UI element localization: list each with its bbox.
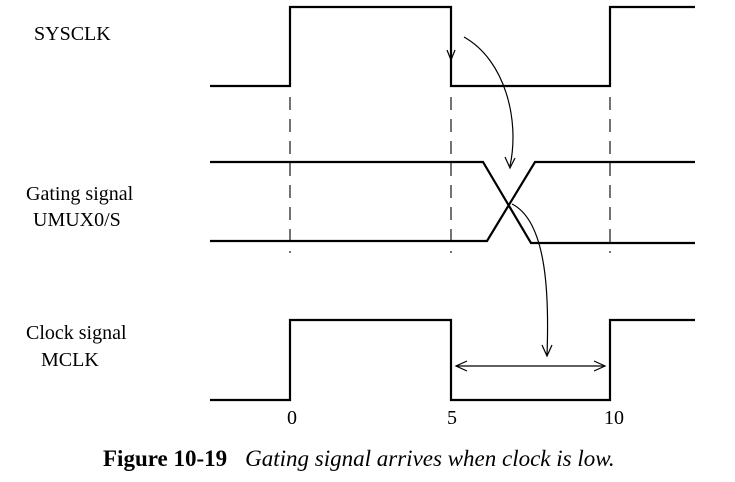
time-tick-10: 10 bbox=[604, 407, 624, 429]
clock-signal-label-line2: MCLK bbox=[41, 349, 99, 371]
figure-caption: Figure 10-19 Gating signal arrives when … bbox=[103, 446, 615, 471]
low-interval-arrowhead-left bbox=[454, 360, 468, 372]
gating-signal-label-line1: Gating signal bbox=[26, 183, 134, 205]
gating-to-mclk-curve bbox=[511, 203, 549, 356]
time-tick-5: 5 bbox=[447, 407, 457, 429]
gating-signal-label-line2: UMUX0/S bbox=[33, 209, 121, 231]
gating-signal-low-to-high bbox=[210, 160, 695, 243]
figure-caption-text: Gating signal arrives when clock is low. bbox=[245, 446, 614, 471]
figure-number: Figure 10-19 bbox=[103, 446, 227, 471]
gating-to-mclk-arrowhead bbox=[541, 344, 553, 358]
edge-to-gating-arrowhead bbox=[504, 156, 516, 170]
edge-to-gating-curve bbox=[463, 36, 514, 167]
sysclk-waveform bbox=[210, 5, 695, 88]
falling-edge-arrowhead bbox=[446, 49, 456, 62]
mclk-waveform bbox=[210, 318, 695, 402]
clock-signal-label-line1: Clock signal bbox=[26, 322, 127, 344]
time-tick-0: 0 bbox=[287, 407, 297, 429]
low-interval-arrowhead-right bbox=[593, 360, 607, 372]
sysclk-label: SYSCLK bbox=[34, 23, 111, 45]
gating-signal-high-to-low bbox=[210, 160, 695, 245]
